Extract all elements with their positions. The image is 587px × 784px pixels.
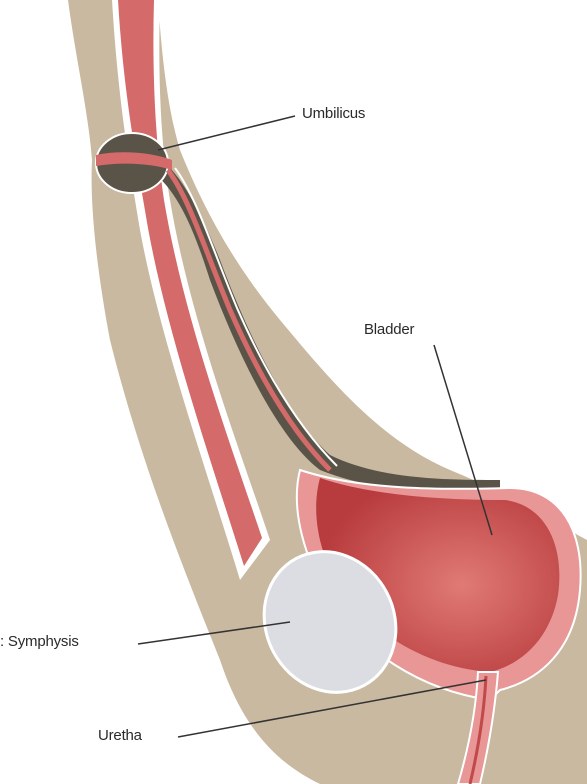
label-urethra: Uretha xyxy=(98,728,142,743)
label-bladder: Bladder xyxy=(364,322,414,337)
umbilicus-leader xyxy=(158,116,295,150)
label-umbilicus: Umbilicus xyxy=(302,106,365,121)
label-symphysis: : Symphysis xyxy=(0,634,79,649)
